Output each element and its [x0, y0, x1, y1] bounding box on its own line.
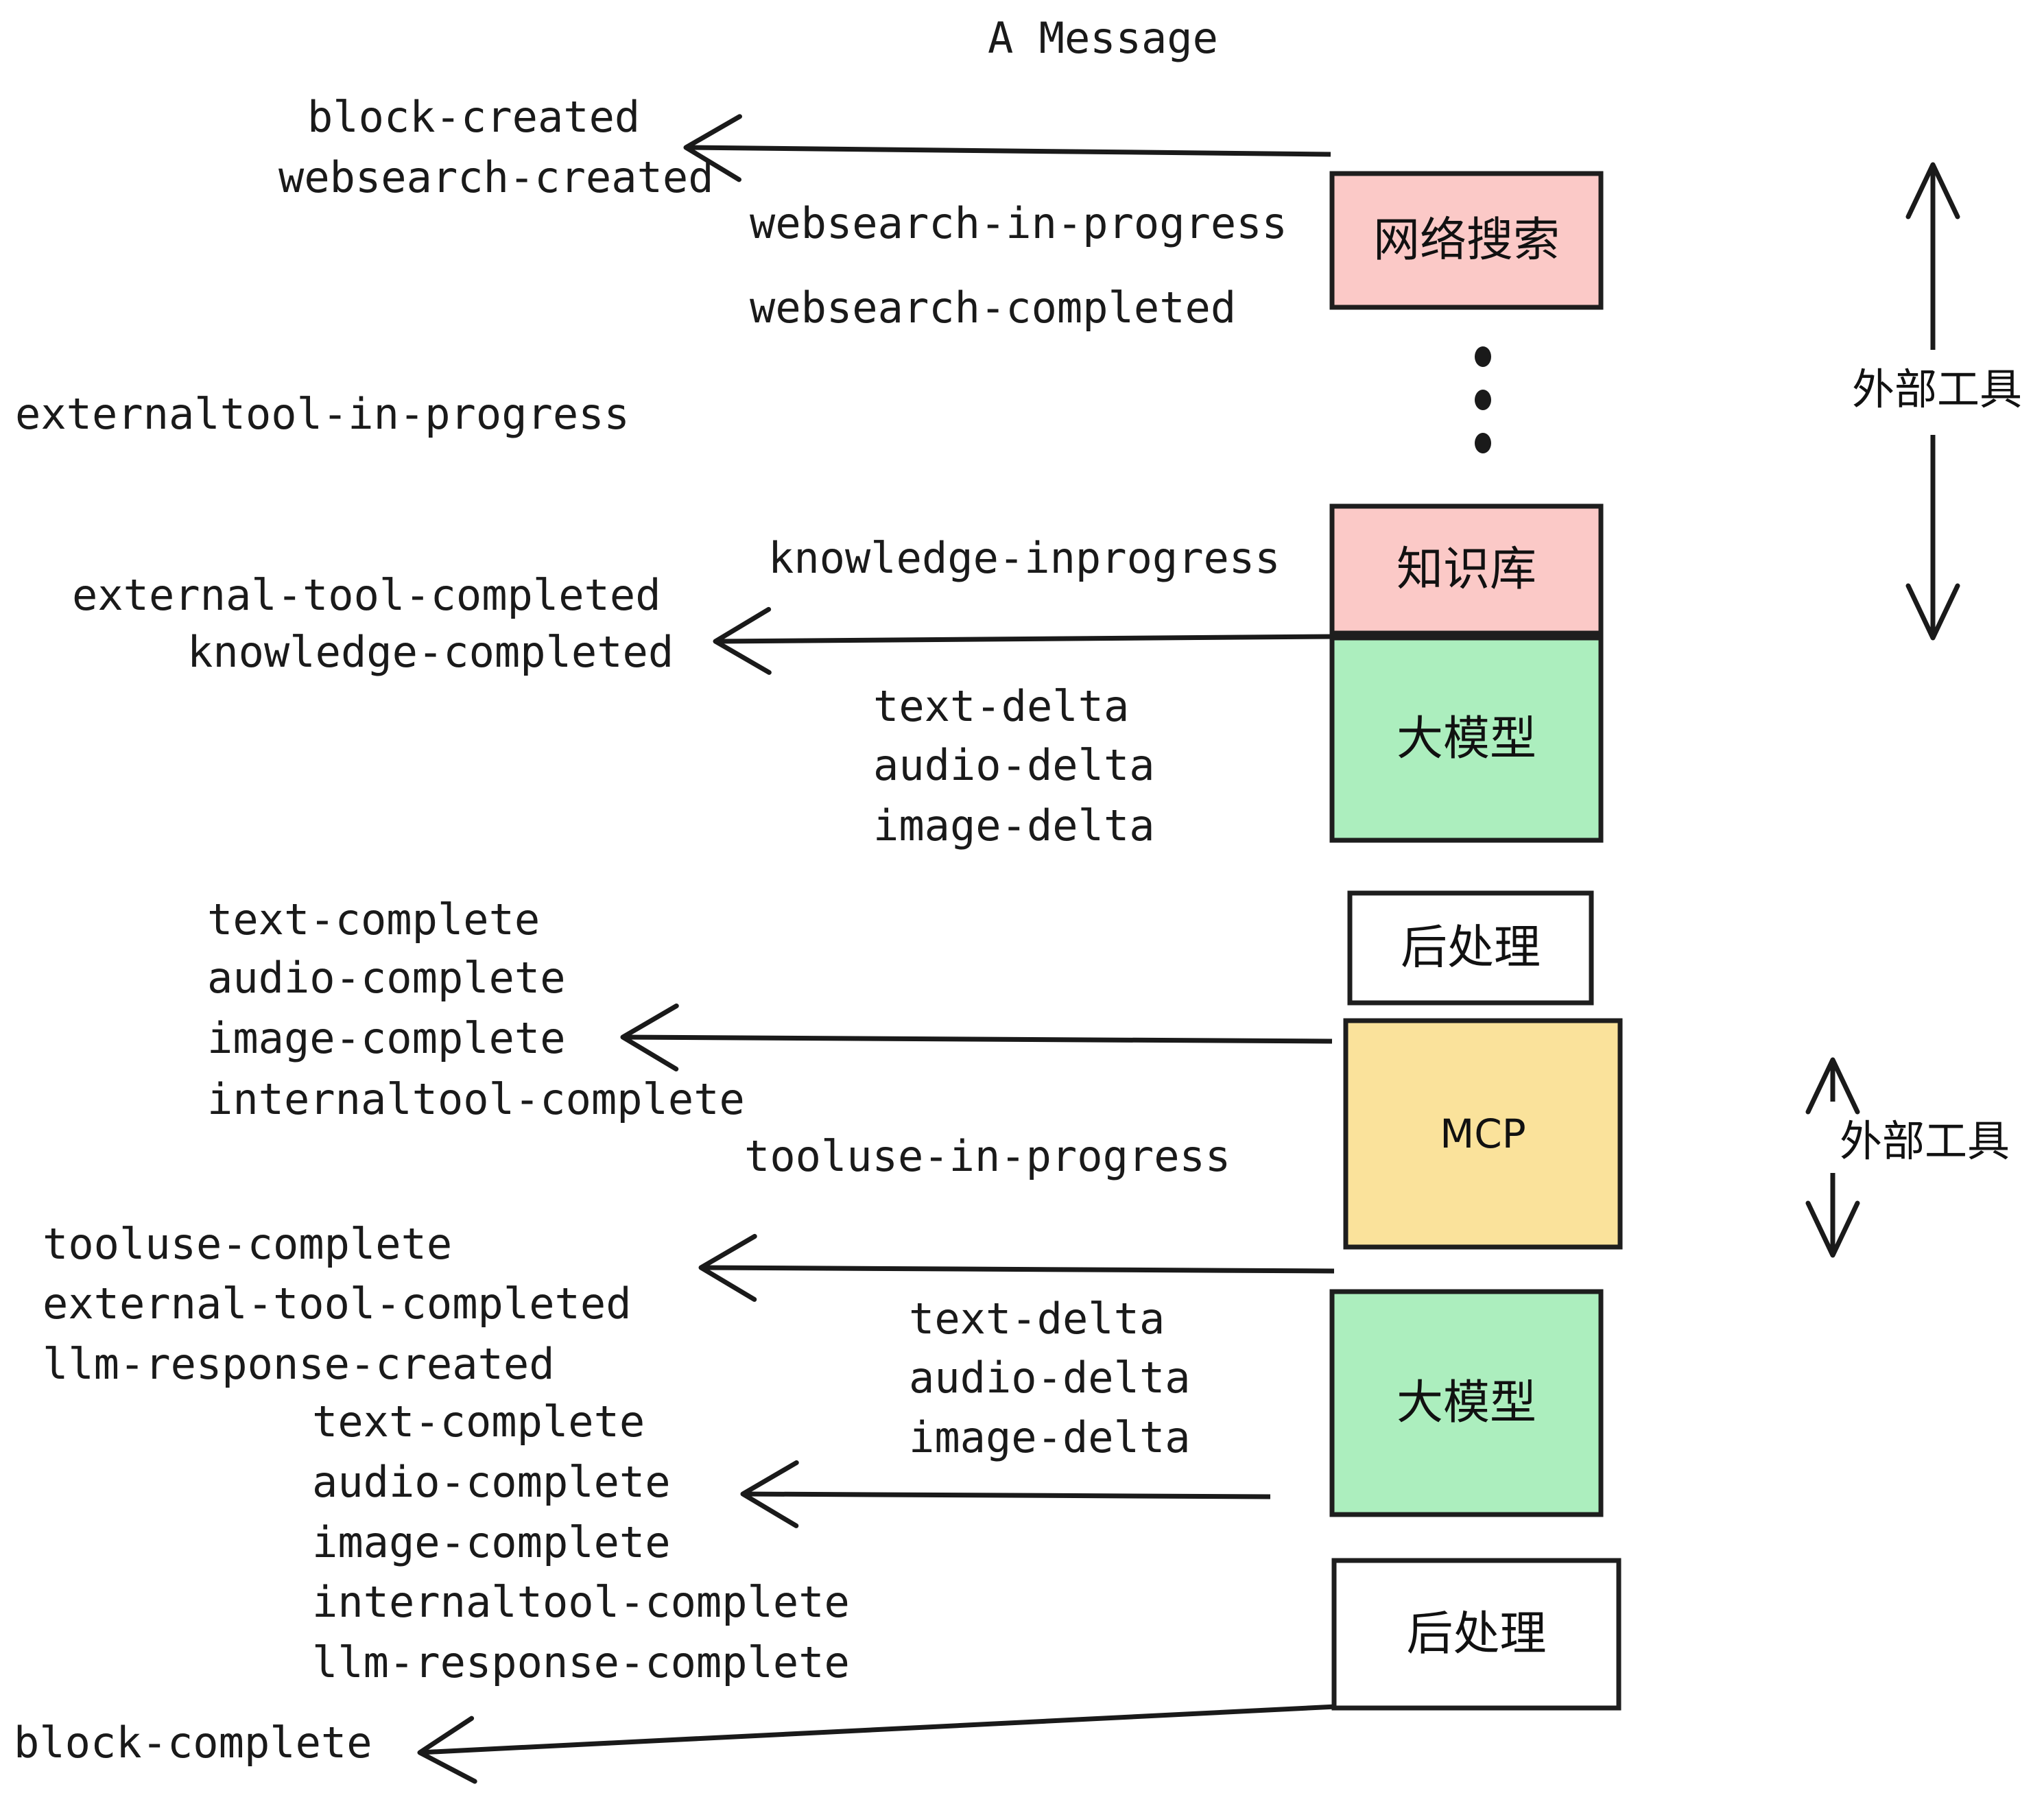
event-label-audio-complete-2: audio-complete	[312, 1457, 671, 1507]
arrow-image-complete	[620, 1003, 1333, 1071]
event-label-image-complete-1: image-complete	[207, 1013, 566, 1063]
event-label-externaltool-in-progress: externaltool-in-progress	[15, 389, 630, 439]
ellipsis-dot-3	[1475, 433, 1491, 453]
arrow-knowledge-completed	[713, 606, 1335, 675]
arrow-up-head-icon	[1905, 162, 1960, 219]
event-label-websearch-created: websearch-created	[278, 152, 714, 202]
event-label-websearch-completed: websearch-completed	[750, 283, 1236, 333]
event-label-layer: block-created websearch-created websearch-…	[14, 92, 1287, 1768]
arrow-websearch-created	[683, 114, 1331, 182]
ellipsis-dot-1	[1475, 346, 1491, 367]
box-websearch[interactable]: 网络搜索	[1329, 171, 1604, 310]
arrow-down-head-icon	[1805, 1200, 1860, 1258]
event-label-block-created: block-created	[307, 92, 640, 142]
box-label-knowledge: 知识库	[1397, 543, 1536, 597]
box-mcp[interactable]: MCP	[1343, 1018, 1623, 1250]
event-label-image-delta-2: image-delta	[909, 1412, 1191, 1462]
box-label-post-1: 后处理	[1401, 921, 1541, 975]
arrow-up-head-icon	[1805, 1057, 1860, 1115]
page-title: A Message	[988, 13, 1218, 63]
event-label-llm-response-complete: llm-response-complete	[312, 1637, 850, 1687]
box-llm-1[interactable]: 大模型	[1329, 635, 1604, 843]
side-group-label: 外部工具	[1852, 364, 2022, 414]
event-label-external-tool-completed-2: external-tool-completed	[43, 1279, 632, 1329]
ellipsis-dot-2	[1475, 390, 1491, 410]
box-post-2[interactable]: 后处理	[1331, 1558, 1621, 1711]
event-label-tooluse-in-progress: tooluse-in-progress	[744, 1131, 1231, 1181]
event-label-image-complete-2: image-complete	[312, 1517, 671, 1567]
box-label-websearch: 网络搜索	[1373, 213, 1560, 268]
event-label-text-complete-1: text-complete	[207, 894, 540, 945]
event-label-internaltool-complete-1: internaltool-complete	[207, 1074, 745, 1124]
side-group-label: 外部工具	[1840, 1116, 2010, 1166]
box-knowledge[interactable]: 知识库	[1329, 503, 1604, 636]
arrow-tooluse-complete	[698, 1233, 1335, 1302]
event-label-image-delta-1: image-delta	[873, 800, 1155, 851]
arrow-down-head-icon	[1905, 583, 1960, 641]
box-label-post-2: 后处理	[1406, 1607, 1546, 1661]
arrow-audio-complete	[740, 1460, 1271, 1528]
arrow-block-complete	[417, 1704, 1337, 1784]
event-label-external-tool-completed-1: external-tool-completed	[72, 570, 661, 620]
event-label-tooluse-complete: tooluse-complete	[43, 1219, 452, 1269]
box-label-mcp: MCP	[1440, 1111, 1526, 1157]
event-label-knowledge-completed: knowledge-completed	[187, 627, 674, 677]
event-label-text-delta-1: text-delta	[873, 681, 1129, 731]
event-label-block-complete: block-complete	[14, 1718, 372, 1768]
event-label-llm-response-created: llm-response-created	[43, 1339, 555, 1389]
side-group-external-tools-bottom: 外部工具	[1805, 1057, 2010, 1258]
event-label-audio-delta-1: audio-delta	[873, 740, 1155, 790]
box-post-1[interactable]: 后处理	[1347, 890, 1594, 1006]
event-label-internaltool-complete-2: internaltool-complete	[312, 1577, 850, 1627]
event-label-knowledge-inprogress: knowledge-inprogress	[768, 533, 1281, 583]
event-label-audio-complete-1: audio-complete	[207, 953, 566, 1003]
event-label-websearch-in-progress: websearch-in-progress	[750, 198, 1287, 248]
event-label-audio-delta-2: audio-delta	[909, 1353, 1191, 1403]
box-label-llm-2: 大模型	[1397, 1376, 1536, 1430]
box-llm-2[interactable]: 大模型	[1329, 1289, 1604, 1517]
arrow-layer	[417, 114, 1337, 1784]
ellipsis-layer	[1475, 346, 1491, 453]
event-label-text-complete-2: text-complete	[312, 1397, 645, 1447]
side-group-external-tools-top: 外部工具	[1852, 162, 2022, 641]
box-label-llm-1: 大模型	[1397, 712, 1536, 766]
event-label-text-delta-2: text-delta	[909, 1294, 1165, 1344]
